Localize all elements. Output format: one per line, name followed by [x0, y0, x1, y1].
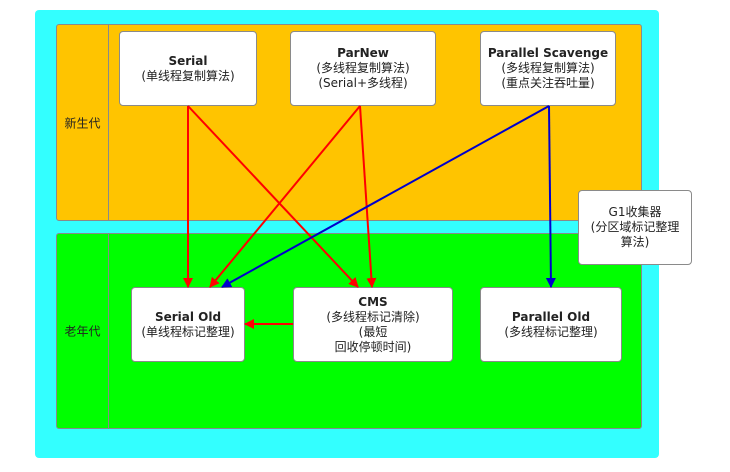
cms-desc-2: (最短: [358, 324, 388, 339]
cms-desc-3: 回收停顿时间): [334, 339, 412, 354]
band-divider: [108, 234, 109, 428]
serial-desc: (单线程复制算法): [141, 68, 235, 83]
cms-title: CMS: [358, 294, 388, 309]
band-divider: [108, 25, 109, 220]
serial-old-title: Serial Old: [154, 309, 222, 324]
parnew-desc-1: (多线程复制算法): [316, 61, 410, 75]
parallel-scavenge-desc-1: (多线程复制算法): [501, 61, 595, 75]
cms-desc-1: (多线程标记清除): [326, 309, 420, 324]
serial-node: Serial (单线程复制算法): [119, 31, 257, 106]
parallel-old-desc: (多线程标记整理): [504, 324, 598, 339]
parallel-old-node: Parallel Old (多线程标记整理): [480, 287, 622, 362]
arrow-parnew-to-cms: [359, 105, 377, 288]
parnew-title: ParNew: [337, 46, 389, 60]
cms-node: CMS (多线程标记清除) (最短 回收停顿时间): [293, 287, 453, 362]
g1-node: G1收集器 (分区域标记整理 算法): [578, 190, 692, 265]
parnew-node: ParNew (多线程复制算法) (Serial+多线程): [290, 31, 436, 106]
arrow-parallel-scavenge-to-serial-old: [221, 105, 550, 288]
g1-title: G1收集器: [608, 205, 662, 219]
parallel-scavenge-title: Parallel Scavenge: [487, 46, 609, 60]
young-generation-label: 新生代: [64, 116, 101, 130]
old-generation-label: 老年代: [64, 324, 101, 339]
serial-old-node: Serial Old (单线程标记整理): [131, 287, 245, 362]
arrow-parallel-scavenge-to-parallel-old: [545, 105, 556, 288]
parnew-desc-2: (Serial+多线程): [318, 76, 408, 90]
g1-desc-2: 算法): [620, 235, 650, 249]
arrow-serial-to-cms: [187, 105, 359, 288]
serial-title: Serial: [168, 53, 208, 68]
g1-desc-1: (分区域标记整理: [590, 220, 680, 234]
parallel-scavenge-desc-2: (重点关注吞吐量): [501, 76, 595, 90]
parallel-old-title: Parallel Old: [511, 309, 591, 324]
serial-old-desc: (单线程标记整理): [141, 324, 235, 339]
parallel-scavenge-node: Parallel Scavenge (多线程复制算法) (重点关注吞吐量): [480, 31, 616, 106]
arrow-parnew-to-serial-old: [209, 105, 361, 288]
